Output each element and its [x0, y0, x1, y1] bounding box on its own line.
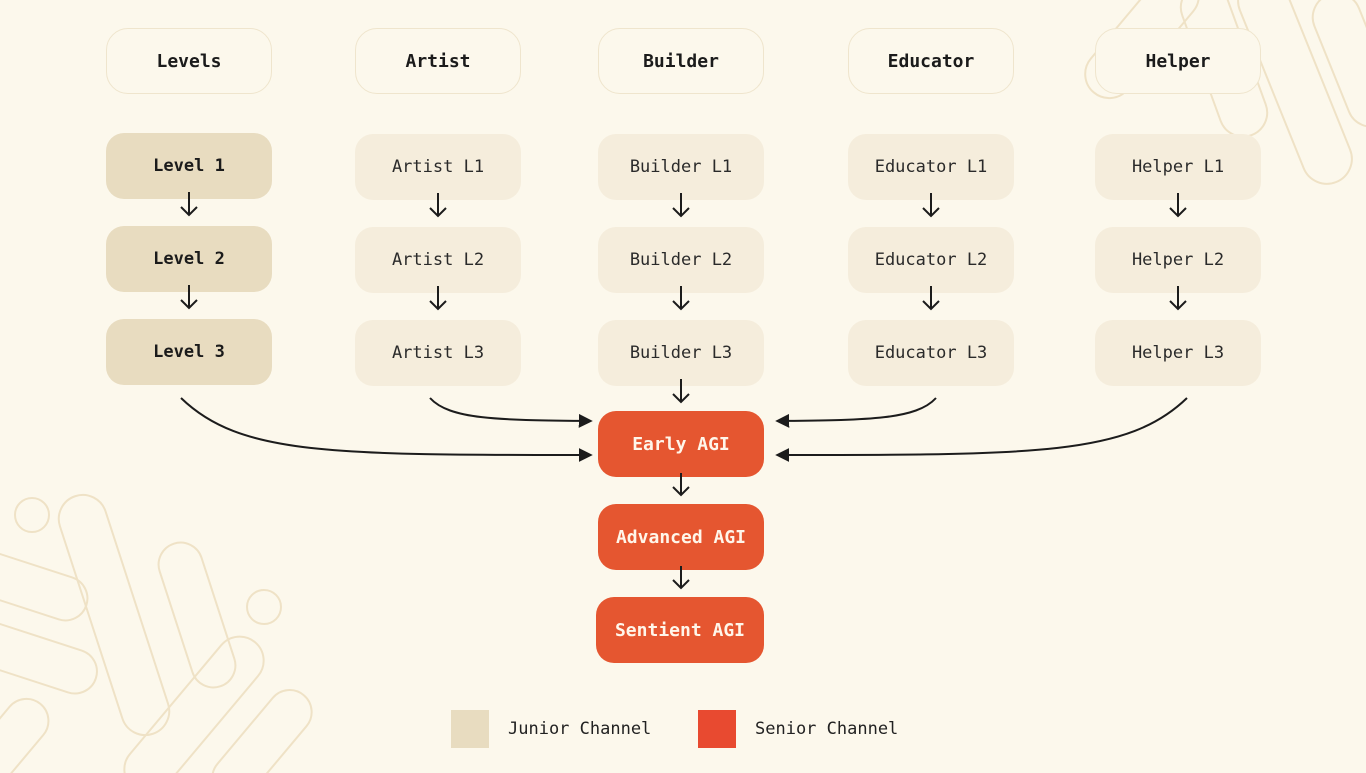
artist-l1-box: Artist L1	[355, 134, 521, 200]
educator-l3-box: Educator L3	[848, 320, 1014, 386]
educator-l1-box: Educator L1	[848, 134, 1014, 200]
column-header-helper: Helper	[1095, 28, 1261, 94]
artist-l2-box: Artist L2	[355, 227, 521, 293]
helper-l3-box: Helper L3	[1095, 320, 1261, 386]
junior-channel-swatch	[451, 710, 489, 748]
level-1-box: Level 1	[106, 133, 272, 199]
artist-to-early-agi-connector	[429, 397, 593, 428]
senior-channel-swatch	[698, 710, 736, 748]
sentient-agi-box: Sentient AGI	[596, 597, 764, 663]
levels-to-early-agi-connector	[180, 397, 593, 462]
builder-l1-box: Builder L1	[598, 134, 764, 200]
helper-l1-box: Helper L1	[1095, 134, 1261, 200]
builder-l2-box: Builder L2	[598, 227, 764, 293]
column-header-builder: Builder	[598, 28, 764, 94]
advanced-agi-box: Advanced AGI	[598, 504, 764, 570]
down-arrow-icon	[180, 192, 1187, 590]
junior-channel-label: Junior Channel	[508, 719, 652, 739]
column-header-artist: Artist	[355, 28, 521, 94]
educator-l2-box: Educator L2	[848, 227, 1014, 293]
helper-l2-box: Helper L2	[1095, 227, 1261, 293]
level-2-box: Level 2	[106, 226, 272, 292]
early-agi-box: Early AGI	[598, 411, 764, 477]
artist-l3-box: Artist L3	[355, 320, 521, 386]
helper-to-early-agi-connector	[775, 397, 1188, 462]
senior-channel-label: Senior Channel	[755, 719, 899, 739]
educator-to-early-agi-connector	[775, 397, 937, 428]
column-header-educator: Educator	[848, 28, 1014, 94]
column-header-levels: Levels	[106, 28, 272, 94]
builder-l3-box: Builder L3	[598, 320, 764, 386]
level-3-box: Level 3	[106, 319, 272, 385]
